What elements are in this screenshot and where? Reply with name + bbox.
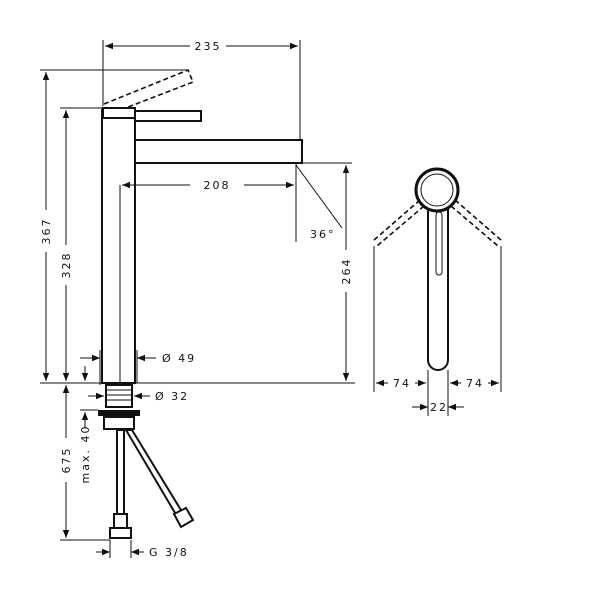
dim-367: 367 [40,218,53,245]
dim-max-40: max. 40 [79,425,92,484]
dim-22: 22 [430,401,448,414]
faucet-top-view: 74 74 22 [373,167,502,416]
dim-74-left: 74 [393,377,411,390]
lever-top [427,204,449,371]
dim-328: 328 [60,252,73,279]
hose-connector [109,527,132,539]
dimension-lines [40,40,355,558]
dim-264: 264 [340,258,353,285]
faucet-side-view [98,68,303,539]
dim-235: 235 [195,40,222,53]
dim-diameter-49: Ø 49 [162,352,196,365]
mounting-thread [105,384,133,408]
lever [134,110,202,122]
supply-hose-angled [124,429,186,520]
dim-675: 675 [60,447,73,474]
dim-208: 208 [204,179,231,192]
dim-74-right: 74 [466,377,484,390]
lever-open-position-dashed [103,68,195,115]
dim-diameter-32: Ø 32 [155,390,189,403]
body-column [101,109,136,384]
supply-hose-straight [116,429,125,516]
spout [132,139,303,164]
dimension-labels: 235 367 328 208 36° 264 Ø 49 Ø 32 675 ma… [40,40,353,559]
fixing-flange [98,410,140,416]
dim-g-3-8: G 3/8 [149,546,189,559]
dim-36-degrees: 36° [310,228,336,241]
cartridge-cap [102,107,136,119]
